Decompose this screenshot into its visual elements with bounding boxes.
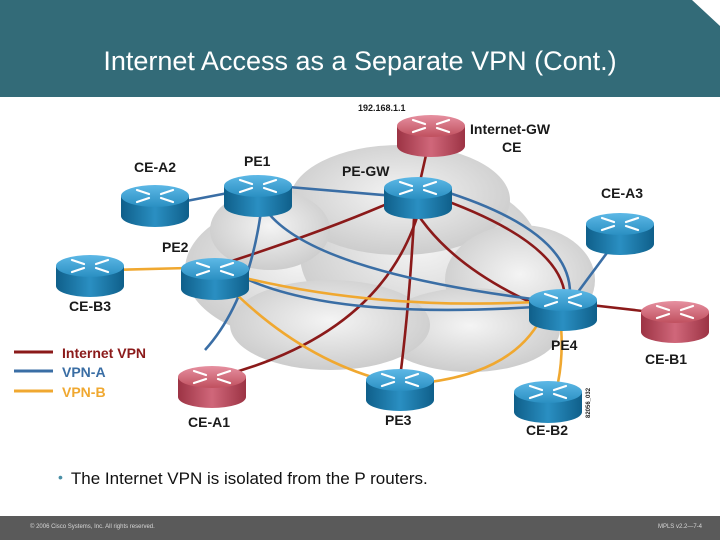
router-label-ce-a2: CE-A2 — [134, 159, 176, 175]
router-label-ce-b3: CE-B3 — [69, 298, 111, 314]
bullet-text: The Internet VPN is isolated from the P … — [70, 469, 428, 488]
slide-number: MPLS v2.2—7-4 — [657, 524, 702, 530]
router-icon-ce-b3 — [56, 255, 124, 297]
network-diagram: 192.168.1.1 Internet-GW CE CE-A2 PE1 PE-… — [14, 103, 709, 438]
copyright-text: © 2006 Cisco Systems, Inc. All rights re… — [30, 524, 155, 530]
router-label-ce-b2: CE-B2 — [526, 422, 568, 438]
router-icon-ce-a1 — [178, 366, 246, 408]
router-icon-pe1 — [224, 175, 292, 217]
footer-bar: © 2006 Cisco Systems, Inc. All rights re… — [0, 516, 720, 540]
router-label-pe-gw: PE-GW — [342, 163, 390, 179]
title-corner-notch — [692, 0, 720, 26]
router-icon-ce-b2 — [514, 381, 582, 423]
router-label-ce-a3: CE-A3 — [601, 185, 643, 201]
router-label-pe1: PE1 — [244, 153, 271, 169]
ip-address-label: 192.168.1.1 — [358, 103, 406, 113]
slide-title: Internet Access as a Separate VPN (Cont.… — [103, 46, 617, 76]
router-label-ce-b1: CE-B1 — [645, 351, 687, 367]
router-icon-pe4 — [529, 289, 597, 331]
router-icon-ce-b1 — [641, 301, 709, 343]
router-label-pe2: PE2 — [162, 239, 189, 255]
bullet-dot-icon: • — [58, 469, 63, 485]
internet-gw-ce-label: CE — [502, 139, 521, 155]
router-icon-ce-a2 — [121, 185, 189, 227]
legend-vpn-a: VPN-A — [62, 364, 106, 380]
bullet-point: • The Internet VPN is isolated from the P… — [58, 469, 428, 489]
router-icon-pe-gw — [384, 177, 452, 219]
legend-vpn-b: VPN-B — [62, 384, 106, 400]
router-icon-pe3 — [366, 369, 434, 411]
router-label-pe3: PE3 — [385, 412, 412, 428]
router-icon-pe2 — [181, 258, 249, 300]
title-bar — [0, 0, 720, 97]
router-label-ce-a1: CE-A1 — [188, 414, 230, 430]
legend-internet-vpn: Internet VPN — [62, 345, 146, 361]
internet-gw-label: Internet-GW — [470, 121, 551, 137]
figure-code: 82056_032 — [586, 387, 592, 418]
legend: Internet VPN VPN-A VPN-B — [14, 345, 146, 400]
router-icon-ce-a3 — [586, 213, 654, 255]
router-label-pe4: PE4 — [551, 337, 578, 353]
router-icon-internet-gw-ce — [397, 115, 465, 157]
routers — [56, 115, 709, 423]
